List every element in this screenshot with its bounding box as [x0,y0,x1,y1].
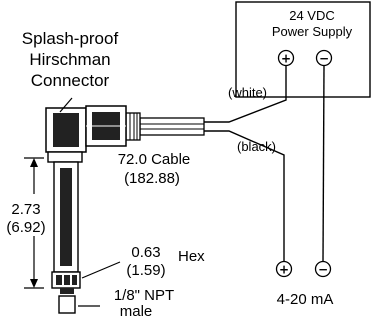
connector-label-2: Hirschman [29,50,110,69]
hirschman-connector [45,105,127,153]
cable-length-metric: (182.88) [124,170,180,187]
power-supply-label-1: 24 VDC [289,8,335,23]
hex-leader [81,261,121,279]
power-supply-box [235,1,371,98]
svg-text:+: + [281,52,291,66]
hex-label: Hex [178,248,205,265]
transducer-body [47,151,83,273]
connector-label-3: Connector [31,71,110,90]
npt-label-1: 1/8" NPT [114,287,174,304]
black-wire-label: (black) [237,139,276,154]
svg-text:+: + [279,263,289,277]
cable-length-label: 72.0 Cable [118,151,191,168]
npt-thread [58,288,76,314]
psu-plus-terminal: + [277,49,295,67]
output-plus-terminal: + [275,260,293,278]
output-label: 4-20 mA [277,291,334,308]
power-supply-label-2: Power Supply [272,24,353,39]
svg-text:−: − [318,263,328,277]
hex-size-metric: (1.59) [126,262,165,279]
white-wire-label: (white) [228,85,267,100]
black-wire [203,130,285,261]
hex-size-label: 0.63 [131,244,160,261]
hex-fitting [51,271,81,289]
output-minus-terminal: − [314,260,332,278]
length-dimension [24,157,44,289]
length-metric: (6.92) [6,219,45,236]
return-wire [322,65,325,262]
psu-minus-terminal: − [315,49,333,67]
connector-leader [59,97,73,113]
npt-label-2: male [120,303,153,320]
white-wire [203,66,287,123]
length-label: 2.73 [11,201,40,218]
connector-label-1: Splash-proof [22,29,119,48]
svg-text:−: − [319,52,329,66]
cable [125,112,205,141]
